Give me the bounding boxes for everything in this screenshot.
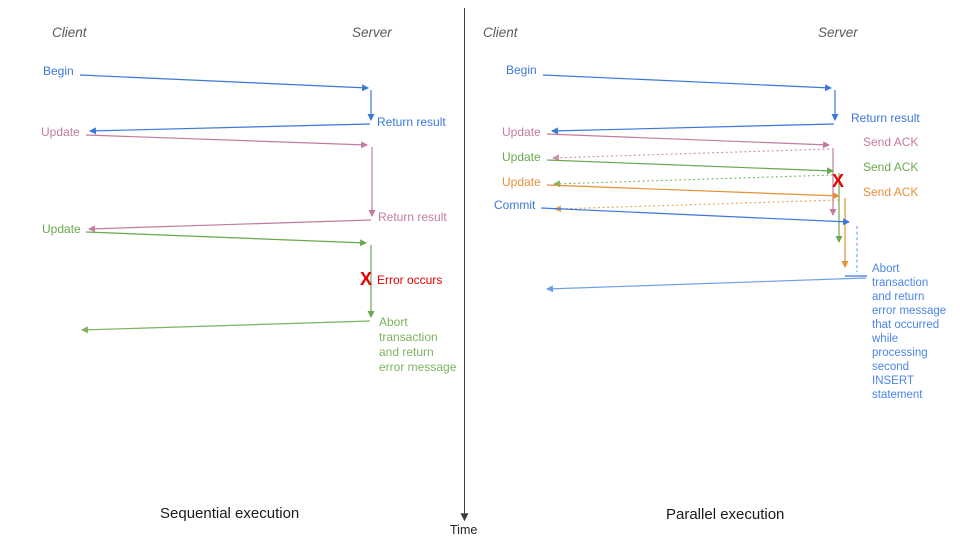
par-abort-response-arrow (545, 277, 867, 293)
seq-update-1-label: Update (41, 125, 80, 139)
par-send-ack-3-label: Send ACK (863, 185, 919, 199)
par-update3-ack-arrow (553, 199, 840, 213)
parallel-execution-title: Parallel execution (666, 506, 785, 523)
seq-update1-request-arrow (85, 134, 369, 149)
par-begin-request-arrow (542, 74, 833, 92)
seq-begin-response-arrow (88, 123, 371, 135)
par-abort-message: Abort transaction and return error messa… (872, 263, 947, 401)
seq-begin-request-arrow (79, 74, 370, 92)
par-server-header: Server (818, 25, 858, 40)
time-axis-label: Time (450, 523, 478, 537)
par-client-header: Client (483, 25, 518, 40)
par-update-3-label: Update (502, 175, 541, 189)
seq-client-header: Client (52, 25, 87, 40)
par-begin-response-arrow (550, 123, 835, 135)
sequential-execution-title: Sequential execution (160, 505, 300, 522)
par-begin-label: Begin (506, 63, 537, 77)
seq-update-2-label: Update (42, 222, 81, 236)
seq-abort-message: Abort transaction and return error messa… (379, 315, 457, 374)
seq-return-result-1-label: Return result (377, 115, 446, 129)
par-return-result-label: Return result (851, 111, 920, 125)
seq-return-result-2-label: Return result (378, 210, 447, 224)
par-update-1-label: Update (502, 125, 541, 139)
par-send-ack-1-label: Send ACK (863, 135, 919, 149)
par-update2-request-arrow (546, 159, 835, 175)
par-error-x-icon: X (832, 171, 845, 191)
par-update1-ack-arrow (551, 148, 830, 162)
seq-abort-response-arrow (80, 320, 371, 334)
seq-update1-response-arrow (87, 219, 372, 233)
par-commit-label: Commit (494, 198, 536, 212)
seq-server-header: Server (352, 25, 392, 40)
par-update-2-label: Update (502, 150, 541, 164)
par-update3-request-arrow (546, 184, 841, 200)
par-send-ack-2-label: Send ACK (863, 160, 919, 174)
seq-error-occurs-label: Error occurs (377, 273, 443, 287)
par-update1-request-arrow (546, 133, 831, 149)
seq-update2-request-arrow (85, 231, 368, 247)
seq-begin-label: Begin (43, 64, 74, 78)
seq-error-x-icon: X (360, 269, 373, 289)
par-commit-request-arrow (540, 207, 851, 226)
par-update2-ack-arrow (552, 174, 834, 188)
